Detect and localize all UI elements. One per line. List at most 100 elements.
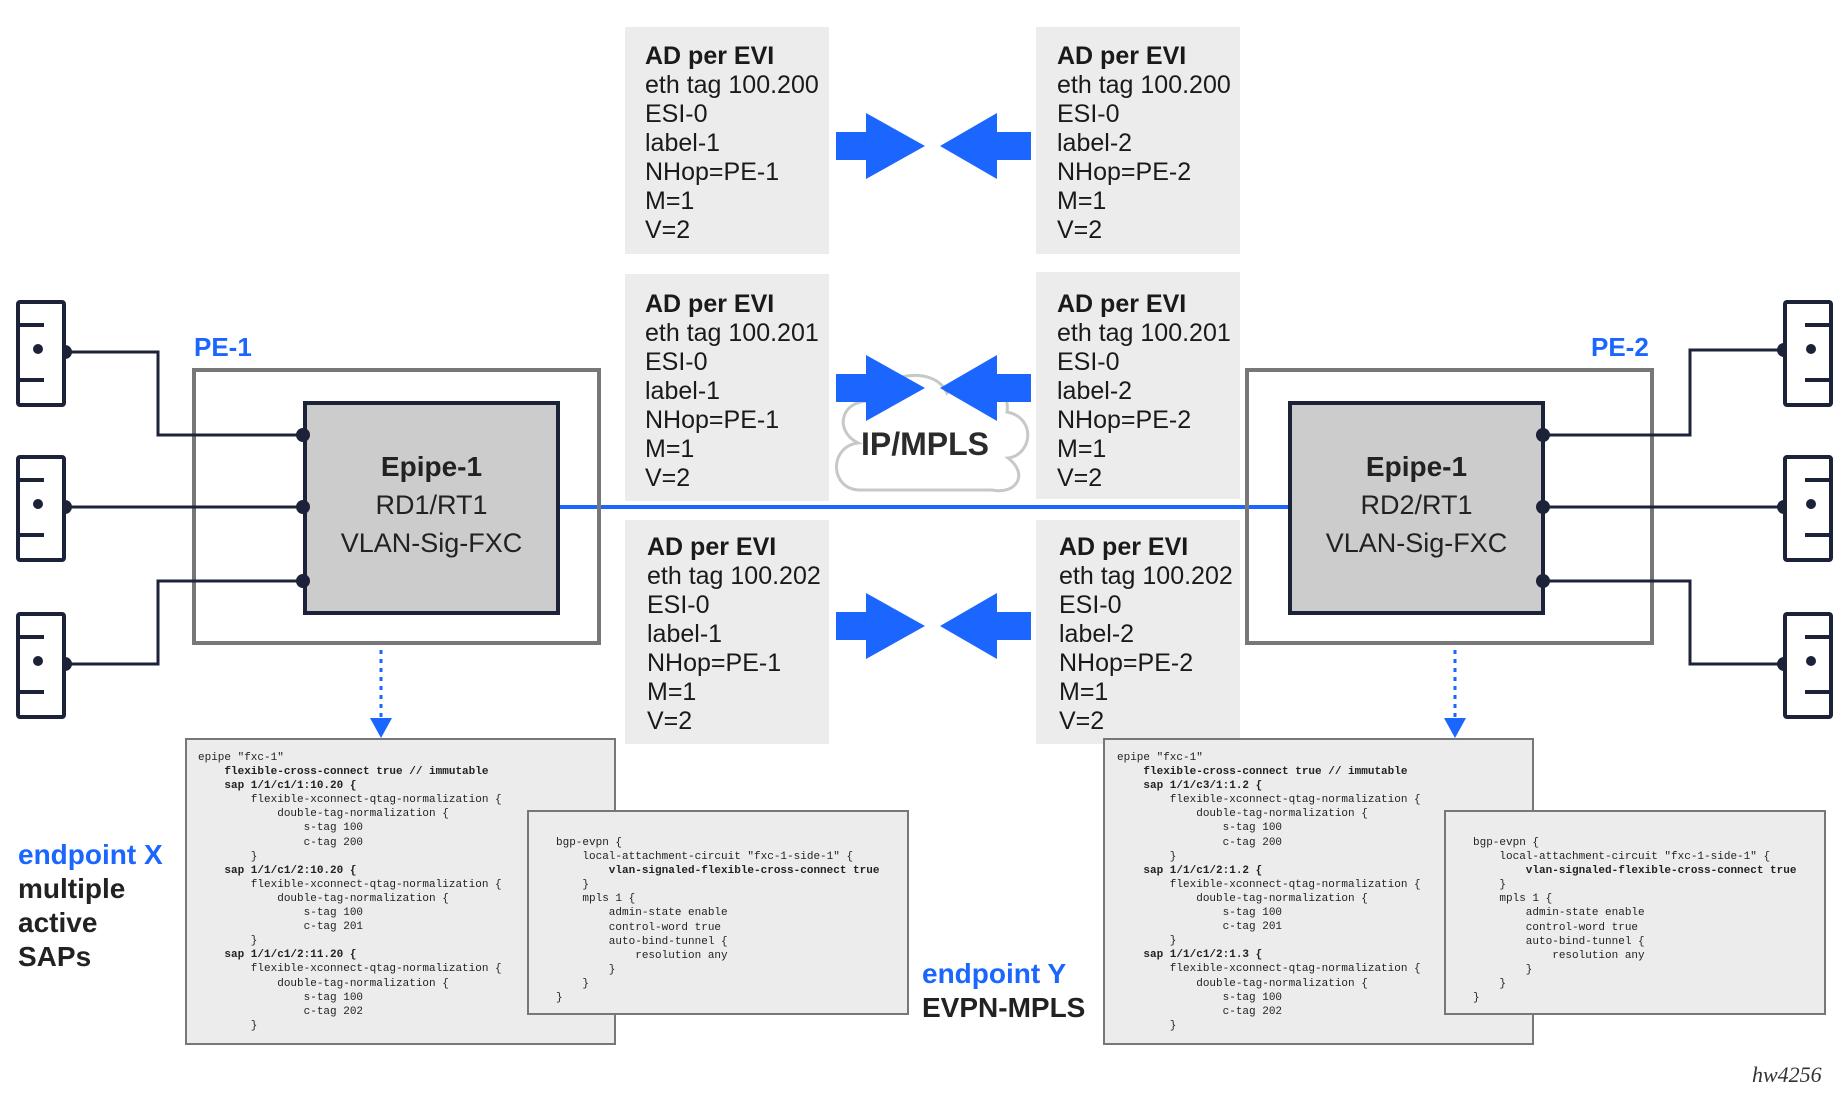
- code-line: flexible-cross-connect true // immutable: [198, 766, 489, 779]
- config-right-epipe-text: epipe "fxc-1" flexible-cross-connect tru…: [1117, 751, 1421, 1033]
- route-line: ESI-0: [1057, 100, 1120, 128]
- code-line: flexible-xconnect-qtag-normalization {: [198, 878, 502, 891]
- code-line: mpls 1 {: [556, 893, 636, 906]
- epipe-right-box: [1288, 401, 1545, 615]
- route-title: AD per EVI: [647, 533, 777, 561]
- endpoint-y-title: endpoint Y: [922, 958, 1067, 989]
- code-line: }: [556, 977, 590, 990]
- endpoint-x-desc-3: SAPs: [18, 941, 92, 972]
- right-ce-device-details: [1805, 323, 1831, 694]
- code-line: sap 1/1/c1/2:1.3 {: [1117, 949, 1263, 962]
- code-line: }: [1473, 963, 1533, 976]
- epipe-left-box: [303, 401, 560, 615]
- code-line: mpls 1 {: [1473, 893, 1553, 906]
- code-line: }: [198, 850, 258, 863]
- route-line: eth tag 100.200: [1057, 71, 1231, 99]
- code-line: double-tag-normalization {: [1117, 892, 1368, 905]
- code-line: }: [556, 963, 616, 976]
- route-line: eth tag 100.201: [645, 319, 819, 347]
- route-text-right-1: AD per EVI eth tag 100.200 ESI-0 label-2…: [1057, 42, 1231, 245]
- code-line: sap 1/1/c1/2:1.2 {: [1117, 864, 1263, 877]
- code-line: }: [1473, 977, 1507, 990]
- route-line: M=1: [645, 187, 695, 215]
- code-line: resolution any: [1473, 949, 1645, 962]
- left-ce-device-leds: [33, 344, 43, 666]
- left-sap-links: [65, 350, 303, 666]
- code-line: }: [556, 992, 563, 1005]
- route-line: label-2: [1057, 377, 1133, 405]
- endpoint-y-desc: EVPN-MPLS: [922, 992, 1086, 1023]
- route-line: V=2: [645, 464, 691, 492]
- code-line: c-tag 202: [1117, 1005, 1283, 1018]
- route-line: label-1: [645, 129, 721, 157]
- route-line: label-2: [1059, 620, 1135, 648]
- endpoint-y-label: endpoint Y EVPN-MPLS: [922, 957, 1085, 1025]
- arrow-right-3: [836, 593, 925, 659]
- route-line: V=2: [647, 707, 693, 735]
- config-right-bgp-text: bgp-evpn { local-attachment-circuit "fxc…: [1473, 836, 1796, 1005]
- code-line: }: [198, 935, 258, 948]
- route-text-left-1: AD per EVI eth tag 100.200 ESI-0 label-1…: [645, 42, 819, 245]
- route-title: AD per EVI: [1057, 42, 1187, 70]
- code-line: }: [1117, 935, 1177, 948]
- left-ce-devices: [16, 300, 66, 719]
- route-line: M=1: [1057, 187, 1107, 215]
- route-box-right-3: [1036, 520, 1240, 744]
- route-text-left-3: AD per EVI eth tag 100.202 ESI-0 label-1…: [647, 533, 821, 736]
- route-text-right-2: AD per EVI eth tag 100.201 ESI-0 label-2…: [1057, 290, 1231, 493]
- code-line: control-word true: [556, 921, 722, 934]
- route-line: M=1: [1057, 435, 1107, 463]
- route-box-left-3: [625, 520, 829, 744]
- code-line: sap 1/1/c1/2:11.20 {: [198, 949, 357, 962]
- config-box-left-bgp: [527, 810, 909, 1015]
- code-line: }: [1473, 992, 1480, 1005]
- right-ce-devices: [1783, 300, 1833, 719]
- config-left-bgp-text: bgp-evpn { local-attachment-circuit "fxc…: [556, 836, 879, 1005]
- route-line: label-1: [647, 620, 723, 648]
- route-line: eth tag 100.201: [1057, 319, 1231, 347]
- route-line: NHop=PE-1: [645, 158, 780, 186]
- route-text-left-2: AD per EVI eth tag 100.201 ESI-0 label-1…: [645, 290, 819, 493]
- code-line: epipe "fxc-1": [1117, 752, 1203, 764]
- route-line: NHop=PE-2: [1057, 406, 1192, 434]
- config-left-epipe-text: epipe "fxc-1" flexible-cross-connect tru…: [198, 751, 502, 1033]
- route-line: M=1: [647, 678, 697, 706]
- route-line: NHop=PE-1: [645, 406, 780, 434]
- code-line: c-tag 201: [1117, 921, 1283, 934]
- route-line: NHop=PE-2: [1059, 649, 1194, 677]
- code-line: sap 1/1/c3/1:1.2 {: [1117, 780, 1263, 793]
- code-line: }: [1473, 879, 1507, 892]
- code-line: admin-state enable: [1473, 907, 1645, 920]
- config-pointers: [379, 650, 1457, 718]
- route-title: AD per EVI: [1059, 533, 1189, 561]
- code-line: s-tag 100: [198, 822, 364, 835]
- code-line: }: [198, 1019, 258, 1032]
- code-line: flexible-xconnect-qtag-normalization {: [1117, 794, 1421, 807]
- route-line: label-2: [1057, 129, 1133, 157]
- code-line: s-tag 100: [198, 907, 364, 920]
- code-line: double-tag-normalization {: [198, 977, 449, 990]
- route-line: ESI-0: [1059, 591, 1122, 619]
- route-box-left-2: [625, 274, 829, 501]
- code-line: auto-bind-tunnel {: [556, 935, 728, 948]
- epipe-left-rd: RD1/RT1: [375, 490, 488, 520]
- arrow-left-1: [940, 113, 1031, 179]
- arrow-right-1: [836, 113, 925, 179]
- epipe-left-text: Epipe-1 RD1/RT1 VLAN-Sig-FXC: [305, 448, 558, 562]
- code-line: s-tag 100: [1117, 991, 1283, 1004]
- route-title: AD per EVI: [1057, 290, 1187, 318]
- endpoint-x-desc-1: multiple: [18, 873, 126, 904]
- code-line: s-tag 100: [1117, 822, 1283, 835]
- code-line: flexible-xconnect-qtag-normalization {: [1117, 878, 1421, 891]
- route-line: ESI-0: [1057, 348, 1120, 376]
- arrow-right-2: [836, 355, 925, 421]
- route-line: eth tag 100.200: [645, 71, 819, 99]
- code-line: c-tag 201: [198, 921, 364, 934]
- left-ce-device-details: [18, 323, 44, 694]
- route-line: NHop=PE-2: [1057, 158, 1192, 186]
- epipe-right-text: Epipe-1 RD2/RT1 VLAN-Sig-FXC: [1290, 448, 1543, 562]
- code-line: flexible-xconnect-qtag-normalization {: [1117, 963, 1421, 976]
- config-box-right-bgp: [1444, 810, 1826, 1015]
- route-line: M=1: [645, 435, 695, 463]
- config-pointer-heads: [370, 718, 1466, 738]
